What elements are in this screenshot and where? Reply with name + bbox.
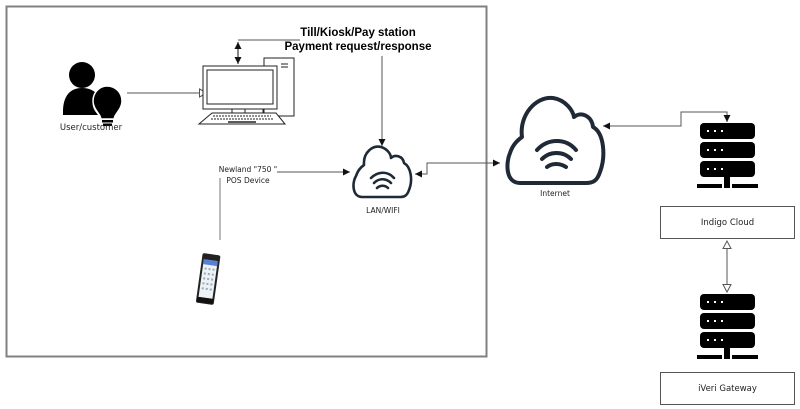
iveri-server-icon — [697, 294, 758, 359]
lan-cloud-icon — [352, 145, 413, 199]
user-idea-icon — [63, 62, 123, 126]
internet-cloud-icon — [505, 95, 606, 185]
pos-label-line2: POS Device — [226, 176, 270, 185]
local-network-boundary — [5, 5, 488, 358]
internet-label: Internet — [540, 189, 570, 198]
lan-label: LAN/WIFI — [366, 206, 400, 215]
desktop-computer-icon — [197, 57, 295, 125]
edge-lan-internet — [415, 159, 500, 178]
iveri-gateway-label: iVeri Gateway — [698, 383, 757, 394]
pos-label-line1: Newland "750 " — [218, 165, 278, 174]
pos-handheld-device-icon — [196, 253, 221, 305]
till-label-line1: Till/Kiosk/Pay station — [300, 27, 416, 39]
indigo-cloud-box: Indigo Cloud — [660, 206, 795, 239]
iveri-gateway-box: iVeri Gateway — [660, 372, 795, 405]
user-label: User/customer — [59, 123, 123, 133]
till-label-line2: Payment request/response — [284, 41, 432, 53]
edge-internet-indigo — [603, 111, 731, 130]
indigo-cloud-label: Indigo Cloud — [700, 217, 755, 228]
indigo-server-icon — [697, 123, 758, 188]
